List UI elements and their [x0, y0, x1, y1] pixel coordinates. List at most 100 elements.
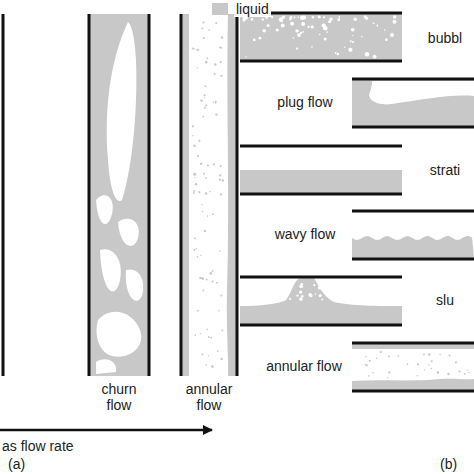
droplet: [271, 16, 273, 18]
droplet: [439, 354, 441, 356]
droplet: [208, 355, 209, 356]
droplet: [326, 31, 328, 33]
droplet: [206, 364, 208, 366]
droplet: [200, 333, 201, 334]
droplet: [424, 369, 425, 370]
droplet: [198, 191, 200, 193]
droplet: [202, 28, 204, 30]
droplet: [219, 250, 221, 252]
droplet: [302, 31, 304, 33]
droplet: [373, 22, 375, 24]
droplet: [196, 248, 198, 250]
droplet: [198, 140, 200, 142]
droplet: [376, 358, 378, 360]
droplet: [321, 298, 323, 300]
droplet: [301, 22, 305, 26]
droplet: [448, 354, 450, 356]
droplet: [193, 192, 195, 194]
droplet: [385, 38, 388, 41]
droplet: [428, 353, 431, 356]
droplet: [319, 294, 322, 297]
droplet: [213, 163, 215, 165]
regime-label: (b): [440, 456, 472, 472]
droplet: [455, 361, 457, 363]
droplet: [194, 173, 197, 176]
droplet: [293, 37, 294, 38]
droplet: [428, 364, 430, 366]
droplet: [209, 191, 211, 193]
droplet: [193, 145, 195, 147]
droplet: [281, 24, 285, 28]
droplet: [215, 101, 217, 103]
droplet: [204, 97, 205, 98]
droplet: [319, 34, 321, 36]
droplet: [221, 47, 223, 49]
droplet: [206, 329, 208, 331]
droplet: [276, 28, 279, 31]
droplet: [201, 353, 203, 355]
droplet: [215, 22, 217, 24]
droplet: [289, 18, 292, 21]
droplet: [214, 73, 216, 75]
droplet: [308, 293, 311, 296]
droplet: [202, 290, 204, 292]
droplet: [282, 16, 285, 19]
droplet: [380, 351, 382, 353]
regime-label: annular flow: [258, 358, 350, 374]
droplet: [315, 293, 316, 294]
droplet: [296, 295, 298, 297]
regime-label: slu: [418, 292, 472, 308]
droplet: [423, 354, 425, 356]
droplet: [197, 310, 198, 311]
churn-pipe: [89, 14, 149, 376]
droplet: [221, 330, 223, 332]
droplet: [296, 48, 298, 50]
regime-label: strati: [418, 162, 472, 178]
wavy-pipe: [352, 211, 474, 259]
droplet: [220, 194, 222, 196]
droplet: [437, 371, 439, 373]
droplet: [352, 35, 353, 36]
droplet: [301, 295, 303, 297]
droplet: [197, 256, 199, 258]
droplet: [376, 25, 378, 27]
droplet: [220, 165, 222, 167]
droplet: [196, 49, 198, 51]
droplet: [318, 286, 322, 290]
pipe-wall: [2, 14, 5, 376]
droplet: [219, 174, 221, 176]
droplet: [193, 173, 196, 176]
droplet: [351, 28, 355, 32]
droplet: [221, 36, 224, 39]
droplet: [348, 48, 352, 52]
droplet: [194, 177, 195, 178]
droplet: [192, 48, 194, 50]
droplet: [222, 179, 224, 181]
droplet: [259, 37, 262, 40]
droplet: [200, 163, 202, 165]
droplet: [220, 61, 222, 63]
droplet: [202, 116, 204, 118]
droplet: [311, 25, 314, 28]
slug-pipe: [240, 277, 402, 325]
droplet: [200, 254, 202, 256]
droplet: [267, 24, 270, 27]
droplet: [299, 285, 303, 289]
gas-flow-arrow: [0, 429, 212, 432]
droplet: [407, 363, 409, 365]
droplet: [204, 230, 206, 232]
droplet: [215, 113, 217, 115]
droplet: [211, 365, 213, 367]
regime-label: wavy flow: [262, 226, 348, 242]
droplet: [417, 363, 419, 365]
droplet: [219, 46, 221, 48]
droplet: [203, 173, 205, 175]
droplet: [390, 33, 394, 37]
droplet: [220, 75, 222, 77]
droplet: [200, 99, 202, 101]
droplet: [205, 177, 207, 179]
droplet: [290, 22, 294, 26]
regime-label: plug flow: [262, 94, 348, 110]
droplet: [322, 23, 326, 27]
